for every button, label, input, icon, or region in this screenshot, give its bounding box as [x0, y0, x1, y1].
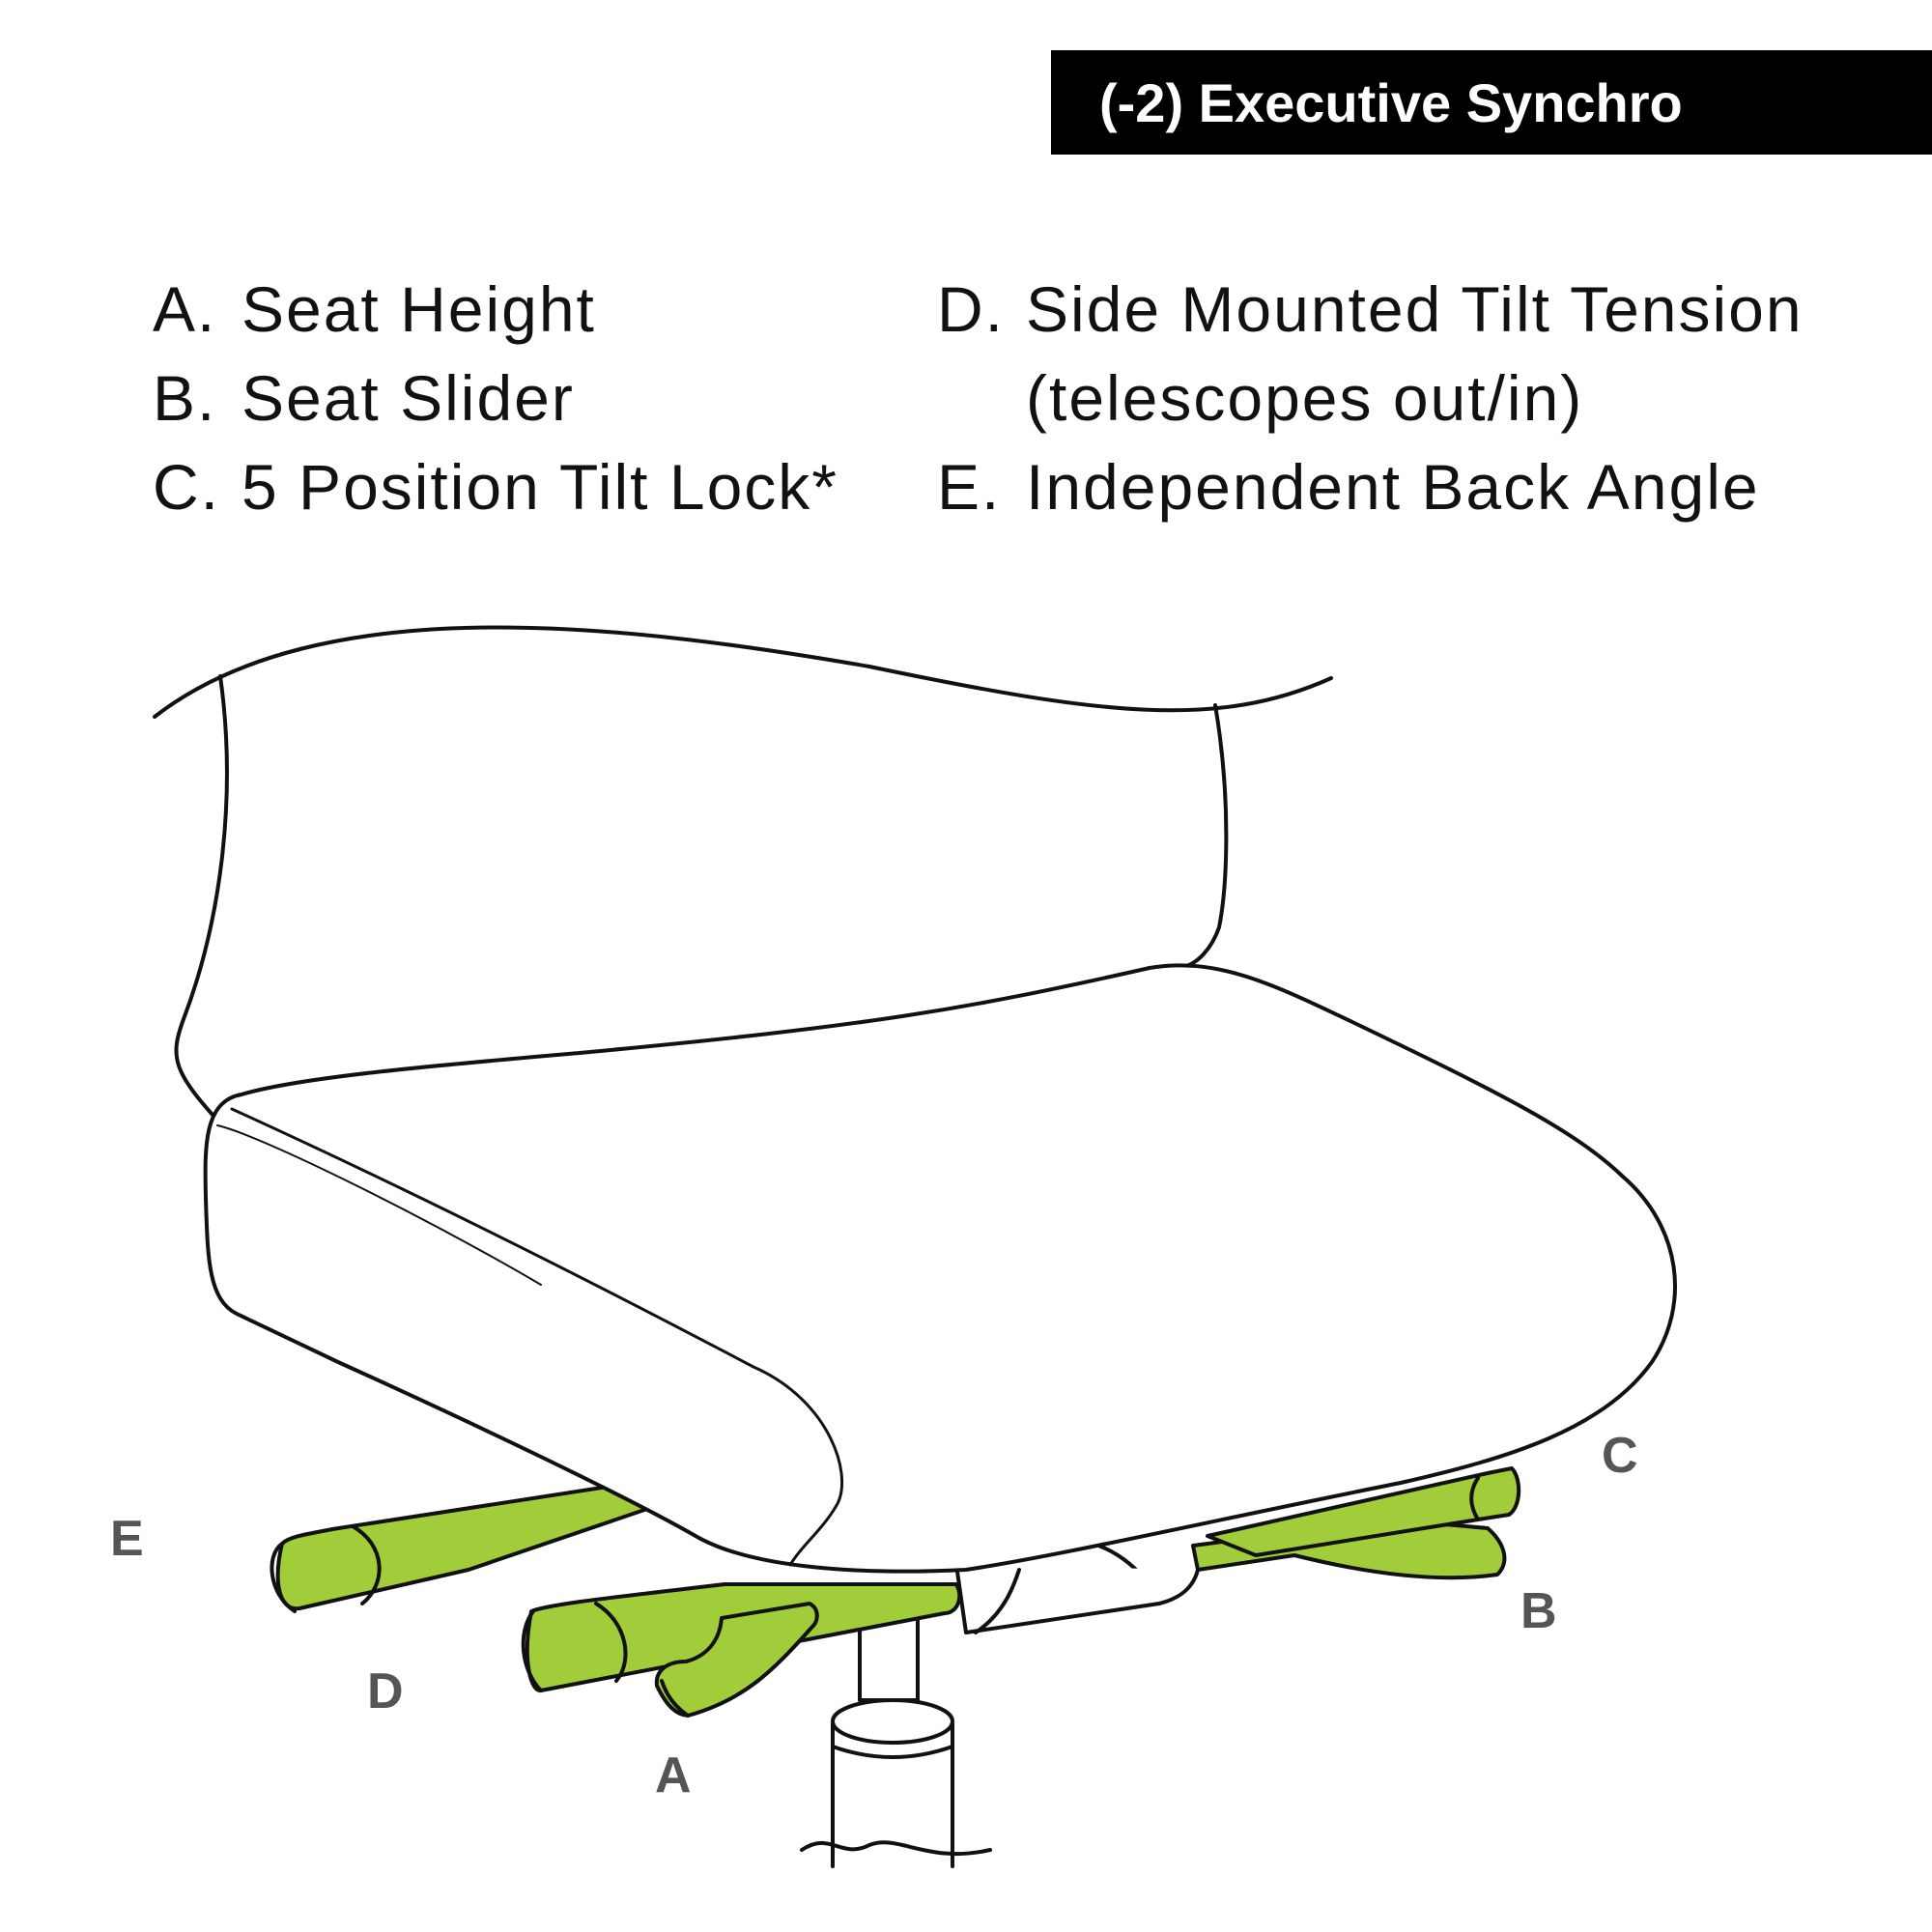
legend-item-d: D. Side Mounted Tilt Tension [937, 265, 1804, 354]
legend-label: 5 Position Tilt Lock* [242, 451, 838, 523]
lever-b-seat-slider [1191, 1518, 1507, 1580]
legend-item-a: A. Seat Height [153, 265, 838, 354]
callout-d: D [367, 1663, 404, 1719]
gas-cylinder [800, 1611, 992, 1868]
legend-label: Seat Slider [242, 362, 575, 434]
legend-label: Side Mounted Tilt Tension [1026, 273, 1804, 345]
lever-c-tilt-lock [1206, 1466, 1521, 1557]
lever-a-seat-height [654, 1602, 819, 1718]
lever-e-back-angle [270, 1484, 697, 1613]
legend-item-e: E. Independent Back Angle [937, 442, 1804, 531]
legend-label: Seat Height [242, 273, 596, 345]
legend-left: A. Seat Height B. Seat Slider C. 5 Posit… [153, 265, 838, 531]
callout-c: C [1602, 1428, 1638, 1484]
seat-cushion [203, 963, 1677, 1574]
legend-letter: D. [937, 273, 1005, 345]
callout-a: A [655, 1747, 692, 1804]
legend-letter: C. [153, 451, 220, 523]
title-bar: (-2) Executive Synchro [1051, 50, 1932, 155]
legend-label: Independent Back Angle [1026, 451, 1760, 523]
legend-item-d-note: (telescopes out/in) [937, 354, 1804, 442]
chair-back [153, 625, 1333, 1125]
legend-letter: A. [153, 273, 217, 345]
diagram-title: (-2) Executive Synchro [1099, 71, 1683, 133]
legend-right: D. Side Mounted Tilt Tension (telescopes… [937, 265, 1804, 531]
legend-letter: E. [937, 451, 1002, 523]
legend-label: (telescopes out/in) [1026, 362, 1584, 434]
legend-item-b: B. Seat Slider [153, 354, 838, 442]
seat-mechanism [954, 1536, 1200, 1634]
callout-b: B [1520, 1583, 1557, 1639]
callout-e: E [110, 1511, 144, 1567]
legend-letter: B. [153, 362, 217, 434]
legend-item-c: C. 5 Position Tilt Lock* [153, 442, 838, 531]
